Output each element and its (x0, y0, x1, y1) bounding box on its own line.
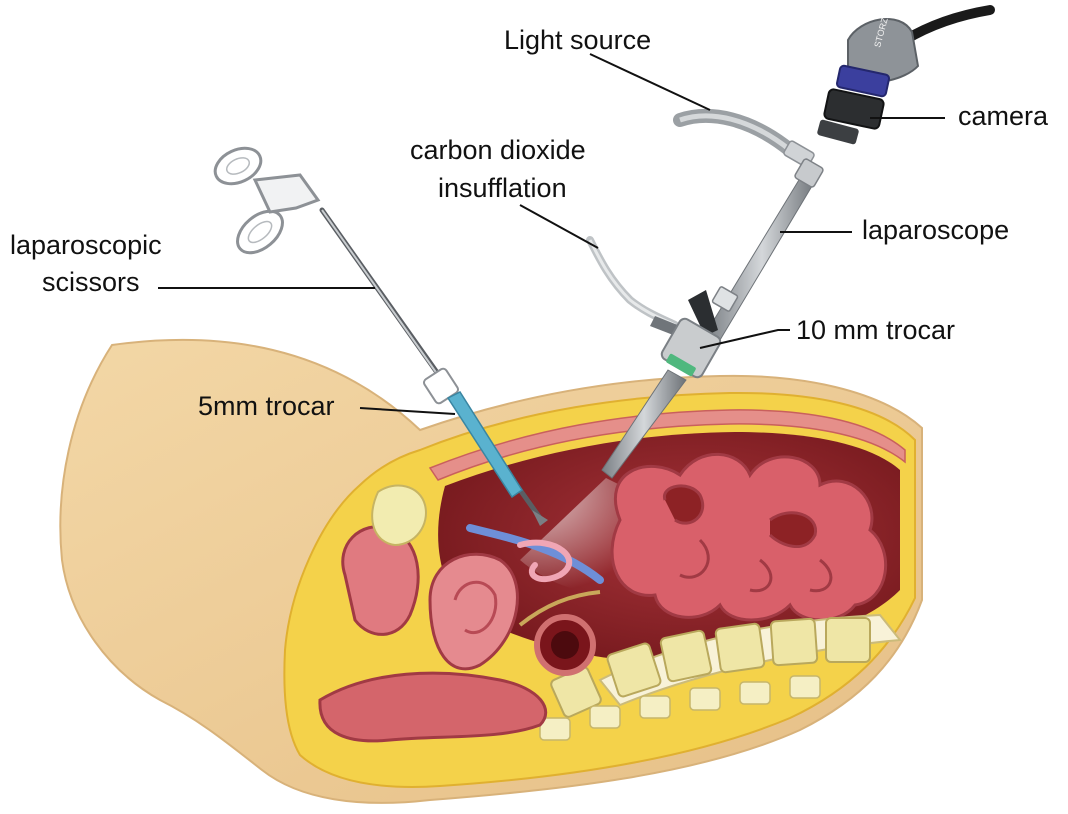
label-5mm-trocar: 5mm trocar (198, 390, 335, 422)
label-co2-insufflation-line1: carbon dioxide (410, 134, 586, 166)
label-laparoscope: laparoscope (862, 214, 1009, 246)
abdomen-cross-section (60, 340, 922, 803)
camera-cable (905, 10, 990, 40)
scissors-handle (209, 141, 318, 261)
laparoscope (706, 158, 824, 340)
leader-co2 (520, 205, 598, 248)
label-co2-insufflation-line2: insufflation (438, 172, 567, 204)
label-10mm-trocar: 10 mm trocar (796, 314, 955, 346)
rectum (320, 673, 546, 741)
label-laparoscopic-scissors-line2: scissors (42, 266, 140, 298)
leader-light-source (590, 54, 710, 110)
label-light-source: Light source (504, 24, 651, 56)
label-camera: camera (958, 100, 1048, 132)
label-laparoscopic-scissors-line1: laparoscopic (10, 229, 162, 261)
co2-insufflation-tube (590, 240, 675, 325)
